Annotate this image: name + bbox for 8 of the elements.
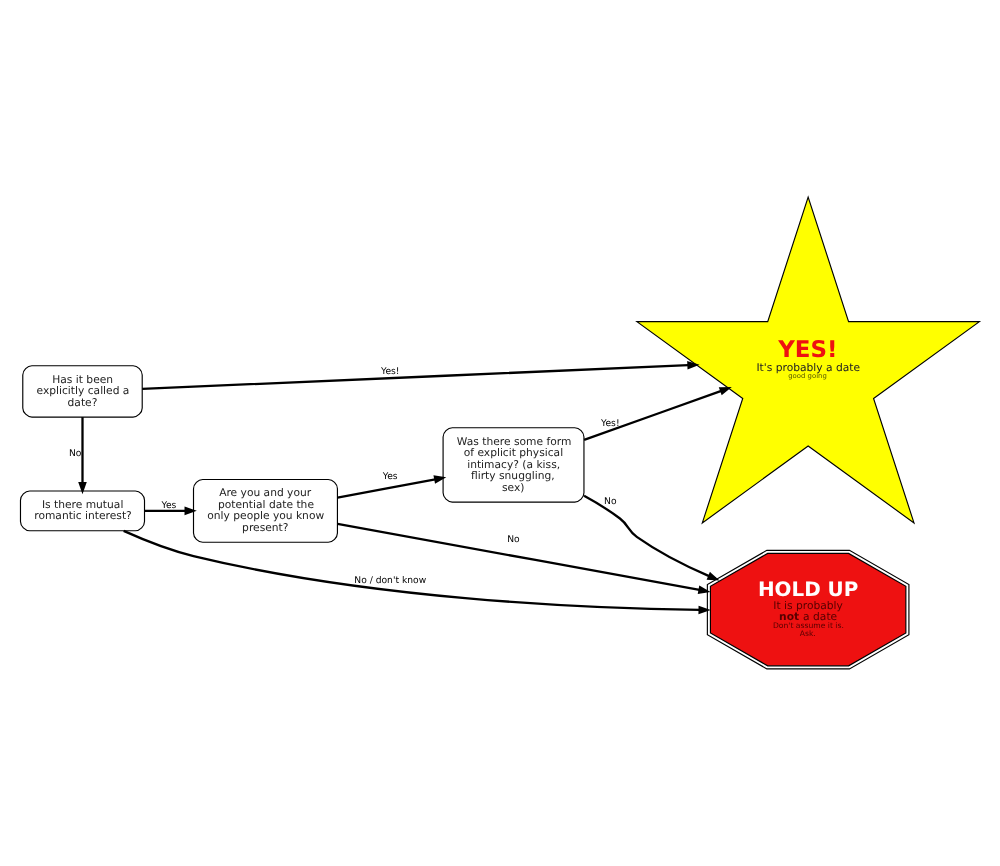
arrow xyxy=(583,494,720,581)
arrow xyxy=(78,417,87,495)
arrow xyxy=(144,506,197,516)
arrow xyxy=(583,387,732,442)
arrow xyxy=(123,529,711,615)
arrow xyxy=(142,360,700,391)
arrow xyxy=(337,522,711,594)
arrow xyxy=(337,475,447,499)
